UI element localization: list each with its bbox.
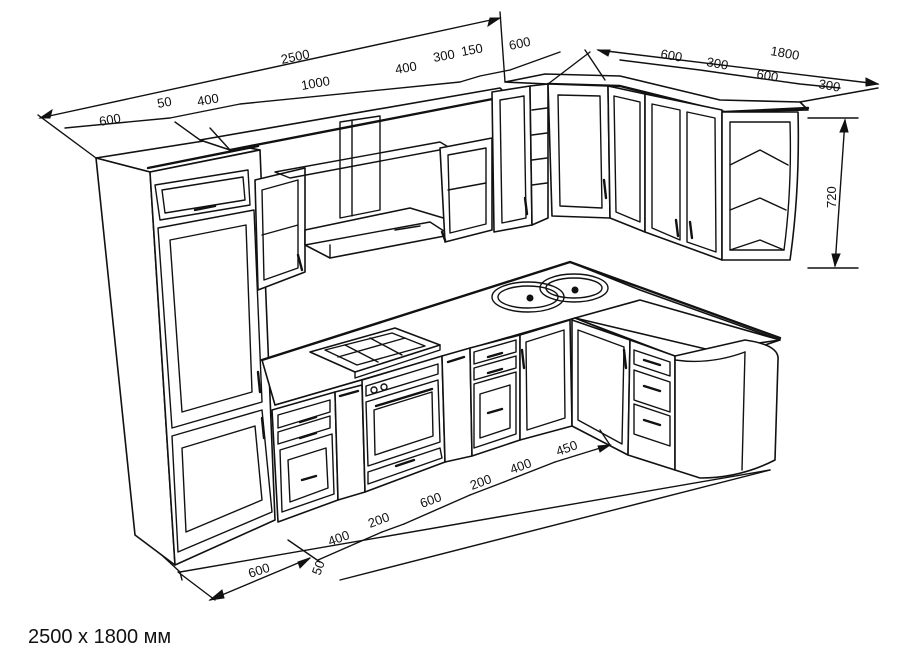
tall-fridge-cabinet	[95, 139, 276, 566]
dim-top-50: 50	[156, 94, 173, 111]
dim-bottom-50: 50	[309, 558, 328, 577]
dim-side-300-b: 300	[817, 76, 841, 95]
sink	[491, 273, 609, 313]
dim-side-300-a: 300	[705, 54, 729, 73]
dim-bottom-200-a: 200	[366, 509, 392, 531]
gas-hob	[309, 327, 441, 379]
dim-side-600-b: 600	[755, 66, 779, 85]
dim-bottom-200-b: 200	[468, 471, 494, 493]
dim-top-300: 300	[432, 46, 456, 65]
dim-top-total: 2500	[280, 46, 311, 67]
dim-top-400-right: 400	[394, 58, 418, 77]
dim-bottom-400-b: 400	[508, 455, 534, 477]
dim-top-400-left: 400	[196, 90, 220, 109]
dimension-lines	[37, 11, 879, 601]
dim-bottom-450: 450	[554, 437, 580, 459]
dim-top-600-right: 600	[508, 34, 532, 53]
dim-wall-height: 720	[824, 186, 839, 208]
upper-right-cabinets	[504, 73, 810, 261]
dim-top-1000: 1000	[300, 73, 331, 93]
dim-top-600-left: 600	[98, 110, 122, 129]
upper-left-cabinets	[199, 83, 549, 291]
dim-bottom-600: 600	[246, 560, 271, 581]
size-caption: 2500 x 1800 мм	[28, 626, 172, 648]
dimension-labels: 2500 600 50 400 1000 400 300 150 600 180…	[98, 34, 842, 581]
dim-side-600-a: 600	[659, 46, 683, 65]
dim-top-150: 150	[460, 40, 484, 59]
dimension-arrows	[38, 17, 880, 601]
dim-bottom-600-b: 600	[418, 489, 444, 511]
base-cabinets	[271, 319, 779, 523]
dim-side-total: 1800	[769, 43, 800, 63]
dim-bottom-400-a: 400	[326, 527, 352, 549]
